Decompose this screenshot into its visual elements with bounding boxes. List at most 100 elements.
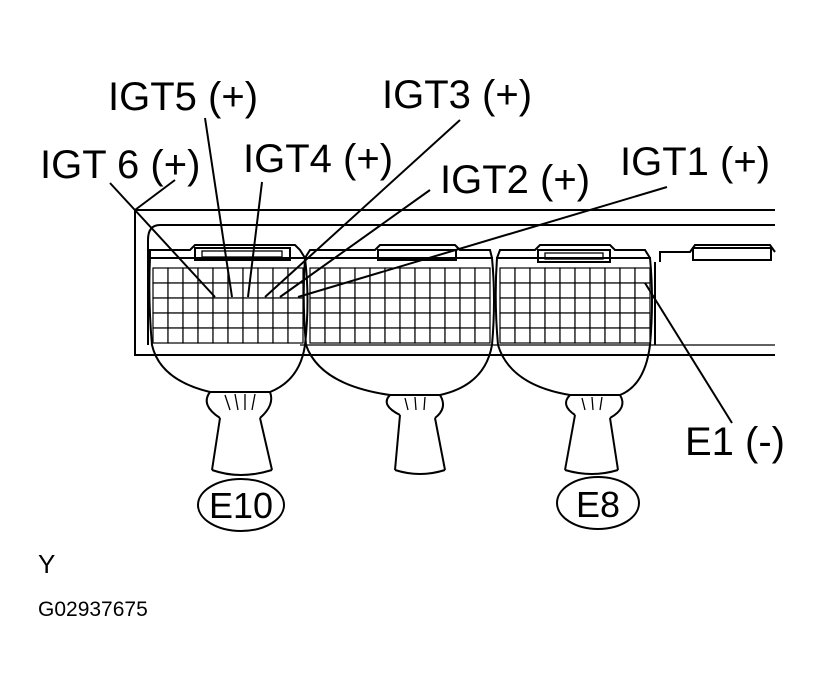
pin-cavity (514, 267, 531, 284)
pin-cavity (429, 327, 446, 344)
pin-cavity (589, 282, 606, 299)
label-igt5: IGT5 (+) (108, 75, 258, 119)
pin-cavity (589, 267, 606, 284)
pin-cavity (287, 297, 304, 314)
label-e10: E10 (209, 485, 273, 526)
pin-cavity (499, 267, 516, 284)
leader-igt3 (264, 119, 461, 298)
label-igt1: IGT1 (+) (620, 140, 770, 184)
pin-cavity (197, 312, 214, 329)
pin-cavity (604, 327, 621, 344)
pin-cavity (529, 327, 546, 344)
pin-cavity (354, 327, 371, 344)
pin-cavity (339, 282, 356, 299)
pin-cavity (634, 267, 651, 284)
pin-cavity (414, 282, 431, 299)
pin-cavity (429, 282, 446, 299)
pin-cavity (414, 267, 431, 284)
pin-cavity (227, 312, 244, 329)
pin-cavity (619, 282, 636, 299)
pin-cavity (459, 297, 476, 314)
pin-cavity (444, 267, 461, 284)
leader-lines (109, 117, 733, 424)
pin-cavity (354, 282, 371, 299)
pin-cavity (444, 297, 461, 314)
label-e1: E1 (-) (685, 420, 785, 464)
pin-cavity (212, 297, 229, 314)
pin-cavity (324, 297, 341, 314)
pin-cavity (384, 282, 401, 299)
pin-cavity (474, 297, 491, 314)
pin-cavity (369, 327, 386, 344)
label-igt2: IGT2 (+) (440, 158, 590, 202)
pin-cavity (544, 282, 561, 299)
pin-cavity (429, 312, 446, 329)
pin-cavity (212, 312, 229, 329)
pin-cavity (474, 312, 491, 329)
pin-cavity (559, 327, 576, 344)
pin-cavity (574, 267, 591, 284)
pin-cavity (152, 282, 169, 299)
pin-cavity (354, 297, 371, 314)
leader-igt6 (109, 182, 216, 298)
pin-cavity (514, 282, 531, 299)
pin-cavity (309, 312, 326, 329)
figure-code: G02937675 (38, 598, 148, 621)
pin-cavity (514, 327, 531, 344)
pin-cavity (514, 297, 531, 314)
pin-cavity (167, 282, 184, 299)
label-igt6: IGT 6 (+) (40, 143, 200, 187)
pin-cavity (212, 327, 229, 344)
pin-cavity (384, 312, 401, 329)
pin-cavity (339, 312, 356, 329)
pin-cavity (634, 282, 651, 299)
pin-cavity (559, 282, 576, 299)
pin-cavity (544, 267, 561, 284)
pin-cavity (152, 297, 169, 314)
connector-middle (302, 244, 495, 475)
pin-cavity (559, 297, 576, 314)
leader-igt4 (247, 181, 263, 298)
pin-cavity (309, 327, 326, 344)
connector-e8 (494, 244, 653, 475)
pin-cavity (167, 312, 184, 329)
pin-cavity (324, 327, 341, 344)
pin-cavity (529, 297, 546, 314)
pin-cavity (444, 312, 461, 329)
label-igt3: IGT3 (+) (382, 73, 532, 117)
pin-cavity (459, 282, 476, 299)
pin-cavity (197, 297, 214, 314)
pin-cavity (559, 267, 576, 284)
pin-cavity (167, 327, 184, 344)
pin-cavity (399, 312, 416, 329)
pin-cavity (414, 312, 431, 329)
pin-cavity (589, 297, 606, 314)
leader-igt2 (279, 189, 431, 298)
connector-partial-right (654, 244, 776, 345)
pin-cavity (619, 312, 636, 329)
pin-cavity (574, 282, 591, 299)
pin-cavity (227, 297, 244, 314)
pin-cavity (634, 312, 651, 329)
corner-letter: Y (38, 549, 55, 579)
pin-cavity (474, 327, 491, 344)
pin-cavity (429, 297, 446, 314)
pin-cavity (152, 267, 169, 284)
pin-cavity (369, 312, 386, 329)
pin-cavity (414, 297, 431, 314)
pin-cavity (354, 312, 371, 329)
pin-cavity (574, 312, 591, 329)
pin-cavity (242, 327, 259, 344)
callout-e10: E10 (197, 478, 285, 532)
pin-cavity (459, 312, 476, 329)
pin-cavity (544, 297, 561, 314)
pin-cavity (604, 297, 621, 314)
pin-cavity (574, 297, 591, 314)
pin-cavity (499, 327, 516, 344)
pin-cavity (257, 312, 274, 329)
pin-cavity (384, 297, 401, 314)
pin-cavity (212, 282, 229, 299)
callout-e8: E8 (556, 476, 640, 530)
pin-cavity (339, 297, 356, 314)
